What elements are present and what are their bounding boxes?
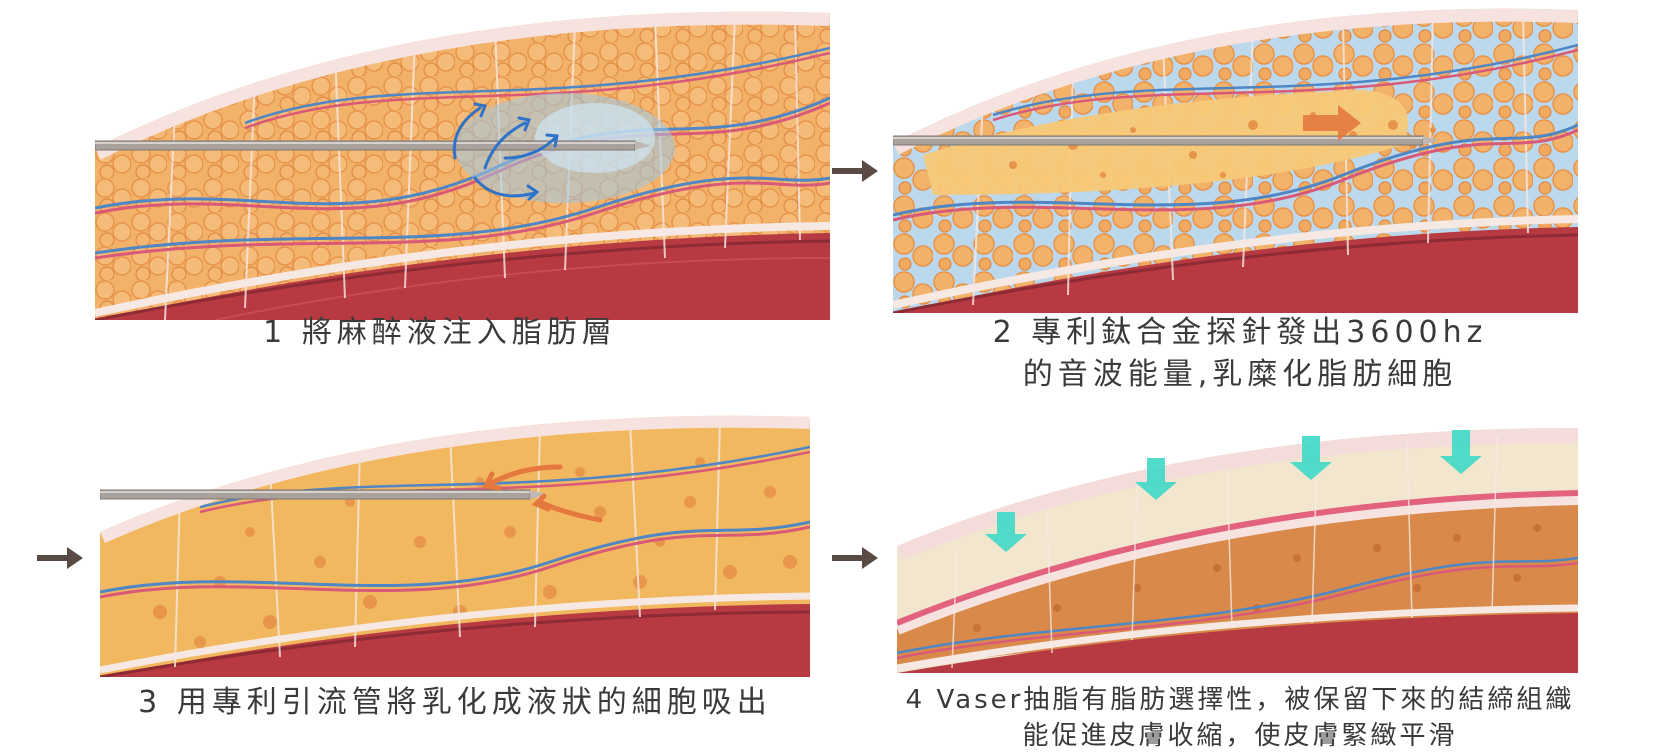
step-text-line-1: Vaser抽脂有脂肪選擇性，被保留下來的結締組織 — [936, 685, 1575, 715]
step-text: 將麻醉液注入脂肪層 — [301, 315, 617, 350]
step-number: 1 — [263, 315, 288, 350]
step-text-line-2: 的音波能量,乳糜化脂肪細胞 — [1022, 357, 1458, 392]
caption-step-4: 4 Vaser抽脂有脂肪選擇性，被保留下來的結締組織 能促進皮膚收縮，使皮膚緊緻… — [880, 682, 1600, 754]
illustration-suction-drainage — [100, 415, 810, 677]
panel-step-3 — [100, 412, 810, 677]
step-number: 3 — [138, 685, 163, 720]
right-arrow-icon — [830, 158, 880, 188]
caption-line-1: 2 專利鈦合金探針發出3600hz — [900, 312, 1580, 354]
step-text-line-2: 能促進皮膚收縮，使皮膚緊緻平滑 — [1022, 721, 1458, 751]
right-arrow-icon — [830, 545, 880, 575]
caption-line-1: 4 Vaser抽脂有脂肪選擇性，被保留下來的結締組織 — [880, 682, 1600, 718]
right-arrow-icon — [35, 545, 85, 575]
panel-step-2 — [893, 5, 1578, 313]
blue-flow-arrow-icon — [452, 102, 559, 201]
illustration-ultrasonic-probe — [893, 8, 1578, 313]
illustration-skin-tightening — [897, 428, 1578, 673]
teal-down-arrow-icon — [985, 430, 1482, 552]
step-number: 4 — [905, 685, 926, 715]
caption-step-2: 2 專利鈦合金探針發出3600hz 的音波能量,乳糜化脂肪細胞 — [900, 312, 1580, 396]
step-text: 用專利引流管將乳化成液狀的細胞吸出 — [176, 685, 772, 720]
illustration-anesthetic-infusion — [95, 11, 830, 320]
caption-step-3: 3 用專利引流管將乳化成液狀的細胞吸出 — [95, 682, 815, 724]
step-number: 2 — [992, 315, 1017, 350]
curved-orange-arrow-icon — [482, 464, 603, 523]
caption-step-1: 1 將麻醉液注入脂肪層 — [210, 312, 670, 354]
orange-arrow-icon — [1303, 105, 1361, 141]
step-text-line-1: 專利鈦合金探針發出3600hz — [1031, 315, 1488, 350]
panel-step-1 — [95, 8, 830, 320]
panel-step-4 — [897, 428, 1578, 673]
